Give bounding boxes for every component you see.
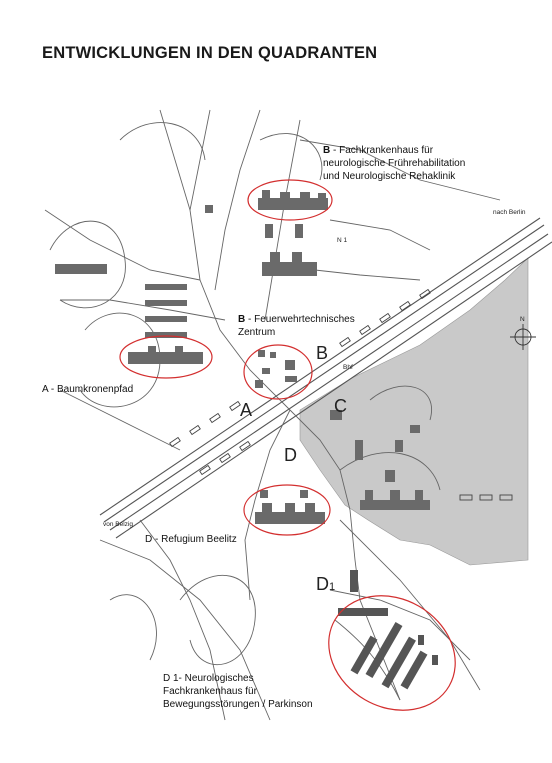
page-title: ENTWICKLUNGEN IN DEN QUADRANTEN xyxy=(42,44,378,62)
map-letter-c: C xyxy=(334,396,347,416)
map-letter-d1: D1 xyxy=(316,574,336,594)
buildings-b-top xyxy=(205,190,328,276)
von-belzig-label: von Belzig xyxy=(103,521,133,528)
buildings-d1 xyxy=(338,570,438,690)
buildings-d xyxy=(255,490,325,524)
highlight-ellipses xyxy=(119,179,456,711)
nach-berlin-label: nach Berlin xyxy=(493,209,526,216)
road-network xyxy=(44,109,501,721)
north-label: N xyxy=(520,316,525,323)
rail-side-buildings xyxy=(169,288,513,501)
label-quadrant-d: D - Refugium Beelitz xyxy=(145,534,237,545)
label-quadrant-d1: D 1- Neurologisches Fachkrankenhaus für … xyxy=(163,673,313,710)
label-quadrant-b: B - Fachkrankenhaus für neurologische Fr… xyxy=(323,145,466,182)
buildings-c xyxy=(330,410,430,510)
railway-lines xyxy=(99,217,552,539)
ellipse-d1 xyxy=(328,595,456,711)
ellipse-a xyxy=(119,335,213,379)
ellipse-b xyxy=(247,179,333,221)
d1-roads xyxy=(329,589,471,701)
buildings-a xyxy=(55,264,203,364)
ellipse-b2 xyxy=(243,344,313,400)
north-arrow-icon xyxy=(510,324,536,350)
label-quadrant-a: A - Baumkronenpfad xyxy=(42,384,134,395)
label-quadrant-b2: B - Feuerwehrtechnisches Zentrum xyxy=(238,314,355,338)
map-letter-a: A xyxy=(240,400,253,420)
ellipse-d xyxy=(243,484,331,536)
quadrant-c-area xyxy=(299,257,529,566)
map-letter-d: D xyxy=(284,445,297,465)
buildings-b2 xyxy=(255,350,297,388)
map-letter-b: B xyxy=(316,343,329,363)
n1-label: N 1 xyxy=(337,237,348,244)
bhf-label: Bhf xyxy=(343,364,353,371)
